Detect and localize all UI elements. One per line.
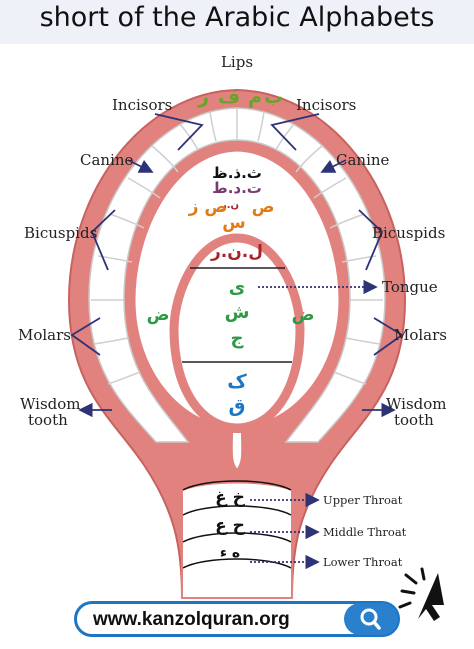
website-search-bar[interactable]: www.kanzolquran.org — [74, 601, 400, 637]
website-url: www.kanzolquran.org — [93, 609, 290, 630]
label-wisdom-right-line2: tooth — [394, 411, 434, 429]
letter-seen: س — [222, 213, 245, 233]
letter-dad-left: ض — [147, 305, 170, 325]
label-wisdom-left-line2: tooth — [28, 411, 68, 429]
letters-sad-zay: ص ز — [188, 197, 228, 217]
throat — [181, 480, 293, 599]
letters-lam-nun-ra: ل.ن.ر — [210, 242, 263, 262]
label-molars-right: Molars — [394, 326, 447, 344]
letters-nun-ra-small: ن.ر — [220, 200, 239, 211]
letter-ya: ى — [229, 277, 246, 298]
label-lower-throat: Lower Throat — [323, 555, 403, 569]
letter-fa: ف — [218, 86, 240, 108]
label-tongue: Tongue — [382, 278, 438, 296]
pointer-lines — [70, 113, 404, 570]
search-button[interactable] — [344, 603, 398, 635]
letters-ha-hamza: ه ء — [220, 545, 240, 561]
letter-qaf: ق — [229, 395, 246, 417]
uvula — [230, 431, 244, 472]
label-wisdom-left-line1: Wisdom — [20, 395, 81, 413]
letter-jeem: ج — [231, 328, 244, 349]
letter-dad-right: ض — [292, 305, 315, 325]
letter-meem: م — [248, 86, 262, 108]
letter-ba: ب — [264, 86, 283, 108]
label-canine-left: Canine — [80, 151, 134, 169]
letter-sheen: ش — [225, 302, 250, 323]
label-incisors-right: Incisors — [296, 96, 356, 114]
label-incisors-left: Incisors — [112, 96, 172, 114]
letter-kaf: ک — [227, 371, 247, 393]
cursor-click-icon — [398, 567, 444, 621]
label-molars-left: Molars — [18, 326, 71, 344]
letters-tha-dhal-za: ث.ذ.ظ — [212, 164, 262, 182]
label-canine-right: Canine — [336, 151, 390, 169]
letters-kha-ghain: خ غ — [215, 488, 246, 508]
label-lips: Lips — [221, 53, 253, 71]
search-icon — [360, 608, 381, 630]
label-bicuspids-right: Bicuspids — [372, 224, 445, 242]
label-wisdom-right-line1: Wisdom — [386, 395, 447, 413]
letters-ta-dal-tta: ت.د.ط — [212, 179, 262, 197]
page-title: short of the Arabic Alphabets — [39, 2, 435, 33]
letters-ha-ain: ح ع — [215, 516, 246, 536]
letter-ra-lips: ر — [197, 86, 209, 108]
letter-sad-right: ص — [252, 197, 275, 217]
label-bicuspids-left: Bicuspids — [24, 224, 97, 242]
mouth-diagram: Lips Incisors Incisors Canine Canine Bic… — [18, 53, 447, 599]
label-upper-throat: Upper Throat — [323, 493, 403, 507]
title-bar — [0, 0, 474, 44]
label-middle-throat: Middle Throat — [323, 525, 407, 539]
tongue-outline — [169, 233, 305, 433]
